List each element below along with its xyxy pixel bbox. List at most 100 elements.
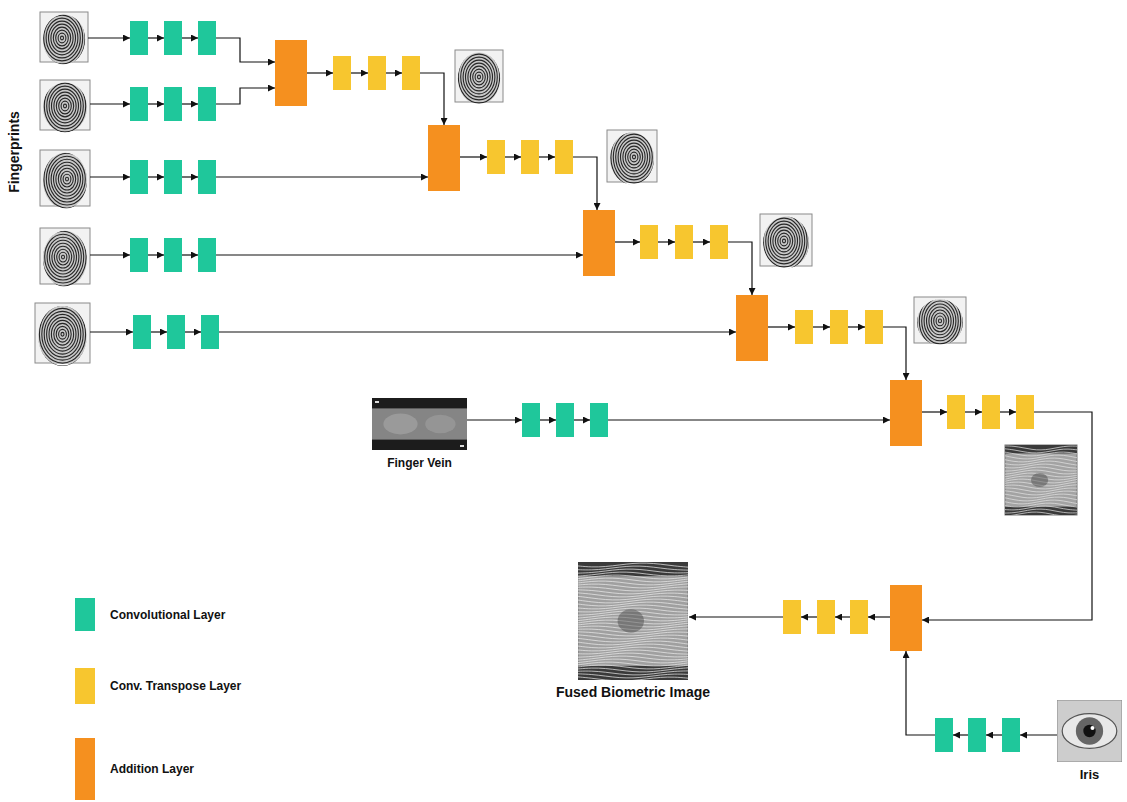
fingerprint-ridges — [23, 284, 103, 384]
ridge-line — [30, 62, 100, 150]
ridge-line — [611, 128, 657, 186]
ridge-line — [578, 641, 688, 645]
ridge-line — [49, 86, 81, 126]
flow-arrow — [986, 734, 1002, 735]
ridge-line — [578, 572, 688, 576]
flow-arrow — [768, 326, 795, 327]
ridge-line — [56, 30, 69, 46]
image-frame — [40, 80, 90, 130]
ridge-line — [783, 239, 786, 243]
flow-arrow — [615, 241, 640, 242]
pupil — [1083, 725, 1095, 737]
ridge-line — [468, 63, 490, 91]
ridge-line — [578, 575, 688, 579]
iris-trace — [618, 609, 644, 633]
ridge-line — [59, 329, 67, 339]
ridge-line — [756, 206, 812, 276]
conv-transpose-layer — [865, 310, 883, 344]
addition-layer — [583, 210, 615, 276]
ridge-line — [25, 287, 100, 381]
ridge-line — [922, 298, 959, 344]
flow-arrow — [420, 73, 444, 125]
flow-arrow — [90, 331, 133, 332]
conv-transpose-layer — [850, 600, 868, 634]
flow-arrow — [219, 331, 736, 332]
convolutional-layer — [522, 403, 540, 437]
vein-glow — [383, 414, 417, 435]
ridge-line — [747, 194, 822, 288]
fingerprint-image — [28, 59, 103, 153]
ridge-line — [52, 89, 79, 123]
ridge-line — [623, 143, 645, 171]
texture-lines — [1005, 445, 1077, 515]
fingerprint-image — [26, 210, 101, 304]
ridge-line — [51, 320, 73, 348]
flow-arrow — [906, 651, 935, 735]
flow-arrow — [693, 241, 710, 242]
vein-band-top — [578, 562, 688, 576]
legend-swatch — [75, 668, 95, 704]
convolutional-layer — [198, 160, 216, 194]
fingerprint-ridges — [27, 0, 97, 82]
flow-arrow — [1000, 411, 1016, 412]
flow-arrow — [540, 419, 556, 420]
fingerprint-ground — [35, 303, 90, 363]
iris-trace — [1031, 473, 1048, 487]
ridge-line — [45, 234, 82, 280]
flow-arrow — [148, 103, 164, 104]
fused-texture-image — [578, 562, 688, 680]
fingerprint-ridges — [903, 274, 978, 368]
fingerprint-image — [27, 0, 97, 82]
image-frame — [35, 303, 90, 363]
ridge-line — [917, 292, 963, 350]
ridge-line — [61, 36, 64, 40]
ridge-line — [613, 131, 654, 183]
ridge-line — [33, 219, 94, 295]
ridge-line — [42, 77, 88, 135]
flow-arrow — [148, 37, 164, 38]
ridge-line — [915, 289, 966, 353]
ridge-line — [609, 125, 660, 189]
ridge-line — [470, 66, 487, 88]
ridge-line — [62, 255, 65, 259]
ridge-line — [34, 138, 99, 220]
convolutional-layer — [133, 315, 151, 349]
ridge-line — [40, 74, 91, 138]
conv-transpose-layer — [710, 225, 728, 259]
node-picture — [578, 562, 688, 680]
flow-arrow — [351, 72, 368, 73]
ridge-line — [32, 0, 93, 76]
legend-text: Addition Layer — [110, 762, 194, 776]
fingerprint-image — [23, 284, 103, 384]
ridge-line — [39, 144, 95, 214]
ridge-line — [451, 42, 507, 112]
conv-transpose-layer — [555, 140, 573, 174]
ridge-line — [939, 319, 942, 323]
ridge-line — [461, 54, 498, 100]
ridge-line — [630, 152, 638, 162]
ridge-line — [37, 6, 88, 70]
ridge-line — [924, 301, 956, 341]
convolutional-layer — [201, 315, 219, 349]
ridge-line — [29, 0, 94, 79]
flow-arrow — [728, 242, 752, 295]
flow-arrow — [216, 88, 275, 104]
flow-arrow — [868, 616, 890, 617]
fingerprint-ridges — [597, 110, 672, 204]
flow-arrow — [467, 419, 522, 420]
ridge-line — [478, 75, 481, 79]
ridge-line — [475, 72, 483, 82]
ridge-line — [42, 231, 83, 283]
convolutional-layer — [198, 87, 216, 121]
ridge-line — [936, 316, 944, 326]
flow-arrow — [801, 616, 817, 617]
ridge-line — [456, 48, 502, 106]
ridge-line — [56, 326, 69, 342]
flow-arrow — [460, 156, 487, 157]
ridge-line — [54, 162, 81, 196]
ridge-line — [778, 233, 791, 249]
ridge-line — [768, 221, 800, 261]
conv-transpose-layer — [783, 600, 801, 634]
flow-arrow — [689, 616, 783, 617]
